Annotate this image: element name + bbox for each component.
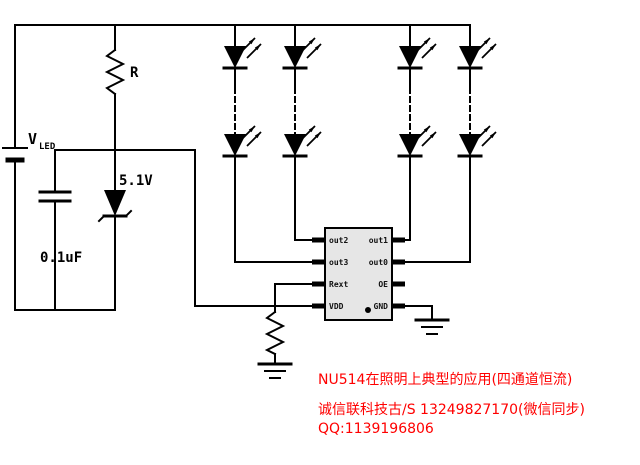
resistor-zigzag [104,48,126,96]
ic-pin-stub [392,237,405,243]
ic-orientation-dot [365,307,371,313]
zener-wing [124,209,133,218]
ic-pin-label-out3: out3 [329,258,348,267]
led-symbol [397,36,438,70]
resistor-r: R [104,24,139,151]
ic-pin-label-oe: OE [378,280,388,289]
power-rails [14,24,471,311]
ic-pin-stub [392,259,405,265]
annotation-text: NU514在照明上典型的应用(四通道恒流) 诚信联科技古/S 132498271… [318,371,585,437]
supply-label: V [28,130,37,148]
led-symbol [282,124,323,158]
ic-pin-label-out2: out2 [329,236,348,245]
ic-pin-label-out1: out1 [369,236,388,245]
led-symbol [222,36,263,70]
zener-wing [97,214,106,223]
annotation-line-1: NU514在照明上典型的应用(四通道恒流) [318,371,572,388]
ic-pin-stub [392,281,405,287]
led-string-3 [397,24,438,241]
ground-symbol [414,318,450,335]
zener-triangle [104,190,126,216]
led-string-4 [403,24,498,263]
ic-pin-label-gnd: GND [374,302,389,311]
ic-body [324,227,393,321]
led-symbol [222,124,263,158]
rext-network [257,283,314,379]
resistor-zigzag [264,310,286,356]
led-symbol [457,124,498,158]
capacitor-symbol: 0.1uF [38,149,82,311]
ic-chip: out2 out3 Rext VDD out1 out0 OE GND [312,227,405,321]
led-string-2 [282,24,323,241]
zener-diode-symbol: 5.1V [97,149,153,311]
resistor-label: R [130,65,139,81]
annotation-line-3: QQ:1139196806 [318,421,434,437]
led-symbol [457,36,498,70]
ic-pin-label-out0: out0 [369,258,388,267]
led-symbol [282,36,323,70]
annotation-line-2: 诚信联科技古/S 13249827170(微信同步) [318,402,585,418]
battery-symbol: V LED [2,130,56,163]
led-string-1 [222,24,314,263]
led-symbol [397,124,438,158]
ic-pin-stub [392,303,405,309]
ic-pin-label-vdd: VDD [329,302,344,311]
gnd-network [403,305,450,335]
ground-symbol [257,362,293,379]
capacitor-label: 0.1uF [40,250,82,266]
ic-pin-stub [312,259,325,265]
ic-pin-label-rext: Rext [329,280,348,289]
ic-pin-stub [312,303,325,309]
vdd-wire [194,149,314,307]
ic-pin-stub [312,281,325,287]
supply-label-sub: LED [39,142,56,152]
ic-pin-stub [312,237,325,243]
zener-label: 5.1V [119,173,153,189]
